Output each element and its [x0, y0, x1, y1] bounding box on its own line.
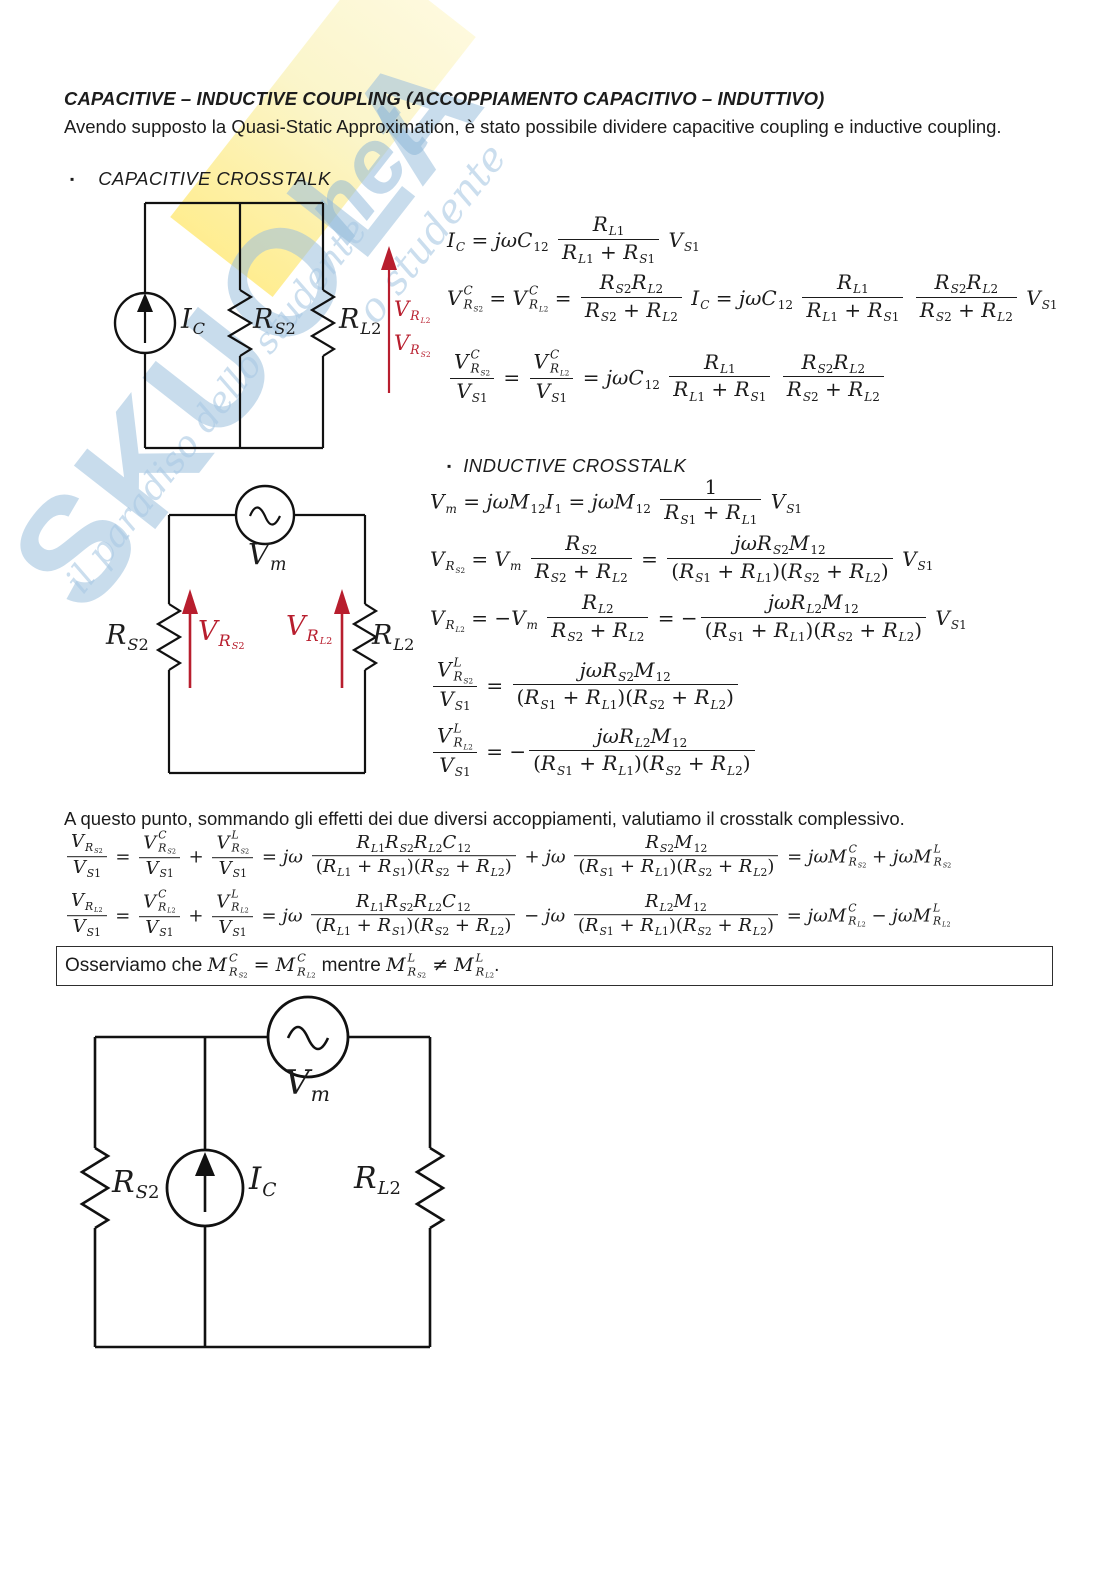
- voltage-source-symbol: [266, 995, 350, 1079]
- resistor-rl2-label: RL2: [372, 620, 415, 654]
- capacitive-section-label: CAPACITIVE CROSSTALK: [98, 168, 331, 189]
- vrs2-reference-arrow: [182, 589, 198, 688]
- resistor-rs2-symbol: [155, 603, 183, 671]
- resistor-rs2-label: RS2: [112, 1165, 160, 1204]
- resistor-rs2-symbol: [226, 289, 254, 357]
- inductive-section-label: INDUCTIVE CROSSTALK: [463, 455, 687, 476]
- capacitive-section-header: ▪ CAPACITIVE CROSSTALK: [70, 168, 331, 190]
- resistor-rl2-symbol: [309, 289, 337, 357]
- resistor-rs2-symbol: [79, 1146, 111, 1230]
- circuit-wires: [167, 513, 367, 775]
- current-source-label: IC: [181, 304, 206, 338]
- resistor-rs2-label: RS2: [106, 620, 149, 654]
- resistor-rl2-symbol: [414, 1146, 446, 1230]
- vrl2-reference-arrow: [334, 589, 350, 688]
- circuit-wires: [143, 201, 325, 450]
- inductive-section-header: ▪ INDUCTIVE CROSSTALK: [447, 455, 686, 477]
- bullet-square-icon: ▪: [70, 172, 75, 186]
- voltage-source-symbol: [234, 484, 296, 546]
- vm-source-label: Vm: [248, 537, 287, 576]
- current-source-symbol: [165, 1148, 245, 1228]
- current-source-label: IC: [249, 1161, 277, 1201]
- resistor-rl2-symbol: [351, 603, 379, 671]
- resistor-rl2-label: RL2: [354, 1161, 401, 1200]
- resistor-rl2-label: RL2: [339, 304, 382, 338]
- vm-source-label: Vm: [285, 1063, 330, 1107]
- summary-paragraph: A questo punto, sommando gli effetti dei…: [64, 808, 905, 829]
- current-source-symbol: [113, 291, 177, 355]
- circuit-wires: [93, 1035, 432, 1349]
- resistor-rs2-label: RS2: [253, 304, 296, 338]
- vrl2-arrow-label: VRL2: [394, 297, 431, 326]
- vrs2-arrow-label: VRS2: [394, 331, 431, 360]
- vrs2-arrow-label: VRS2: [198, 616, 245, 653]
- bullet-square-icon: ▪: [447, 459, 452, 473]
- combined-circuit-diagram: [79, 995, 446, 1349]
- intro-paragraph: Avendo supposto la Quasi-Static Approxim…: [64, 116, 1002, 137]
- page-title: CAPACITIVE – INDUCTIVE COUPLING (ACCOPPI…: [64, 88, 825, 109]
- vrl2-arrow-label: VRL2: [286, 611, 333, 648]
- inductive-circuit-diagram: [155, 484, 379, 775]
